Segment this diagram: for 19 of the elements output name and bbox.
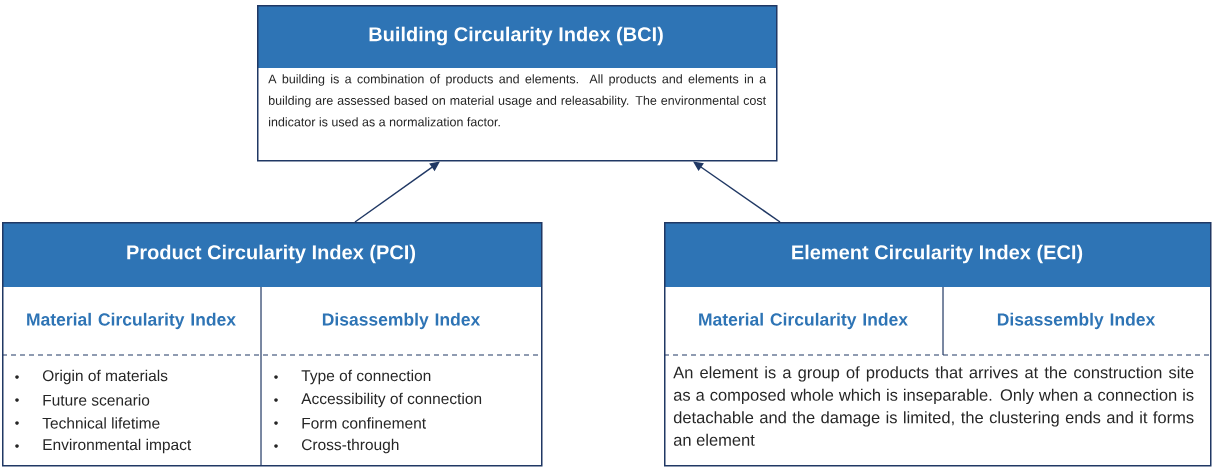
bullet-item: Technical lifetime (15, 417, 160, 429)
bullet-item: Origin of materials (15, 369, 168, 385)
box-title: Product Circularity Index (PCI) (127, 244, 415, 264)
column-heading: Material Circularity Index (699, 312, 908, 330)
arrow (693, 161, 781, 223)
column-heading: Disassembly Index (997, 312, 1156, 330)
box-title: Element Circularity Index (ECI) (792, 244, 1083, 264)
bullet-item: Form confinement (274, 417, 426, 429)
bullet-item: Cross-through (274, 438, 399, 454)
column-heading: Material Circularity Index (27, 312, 236, 330)
description-text: An element is a group of products that arrives at the construction site as a composed whole which is inseparable. Only when a connection is detachable and the damage is limited, the clustering ends and it forms an element (673, 366, 1194, 446)
column-heading: Disassembly Index (322, 312, 481, 330)
bullet-item: Type of connection (274, 369, 431, 385)
box-title: Building Circularity Index (BCI) (369, 26, 663, 46)
bullet-item: Accessibility of connection (274, 392, 482, 408)
description-text: A building is a combination of products and elements. All products and elements in a building are assessed based on material usage and releasability. The environmental cost indicator is used as a normalization factor. (268, 74, 767, 127)
arrow (354, 161, 440, 223)
bullet-item: Future scenario (15, 394, 150, 406)
bullet-item: Environmental impact (15, 438, 192, 454)
